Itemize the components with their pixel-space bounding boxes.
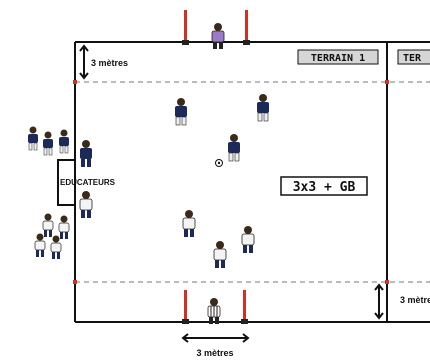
educators-label: EDUCATEURS [60, 178, 116, 187]
light-player-2 [242, 226, 254, 253]
bottom-dimension-label: 3 mètres [196, 348, 233, 358]
ball [216, 160, 223, 167]
dark-player-3 [228, 134, 240, 161]
light-player-3 [214, 241, 226, 268]
waiting-light-players [35, 214, 69, 260]
top-dimension-label: 3 mètres [91, 58, 128, 68]
right-dimension-arrow [375, 285, 383, 318]
field-2-label: TER [398, 50, 430, 64]
dark-player-2 [257, 94, 269, 121]
goalkeeper-top [212, 23, 224, 49]
light-player-1 [183, 210, 195, 237]
educator-light [80, 191, 92, 218]
waiting-dark-players [28, 127, 69, 156]
pitch-outline [75, 42, 430, 322]
field-2-label-text: TER [403, 53, 422, 64]
right-dimension-label: 3 mètre [400, 295, 430, 305]
dark-player-1 [175, 98, 187, 125]
format-label-text: 3x3 + GB [293, 180, 356, 195]
educator-dark [80, 140, 92, 167]
top-dimension-arrow [80, 46, 88, 78]
field-1-label: TERRAIN 1 [298, 50, 378, 64]
goalkeeper-bottom [208, 298, 220, 324]
format-label: 3x3 + GB [281, 177, 367, 195]
field-1-label-text: TERRAIN 1 [311, 53, 365, 64]
bottom-dimension-arrow [183, 334, 248, 342]
